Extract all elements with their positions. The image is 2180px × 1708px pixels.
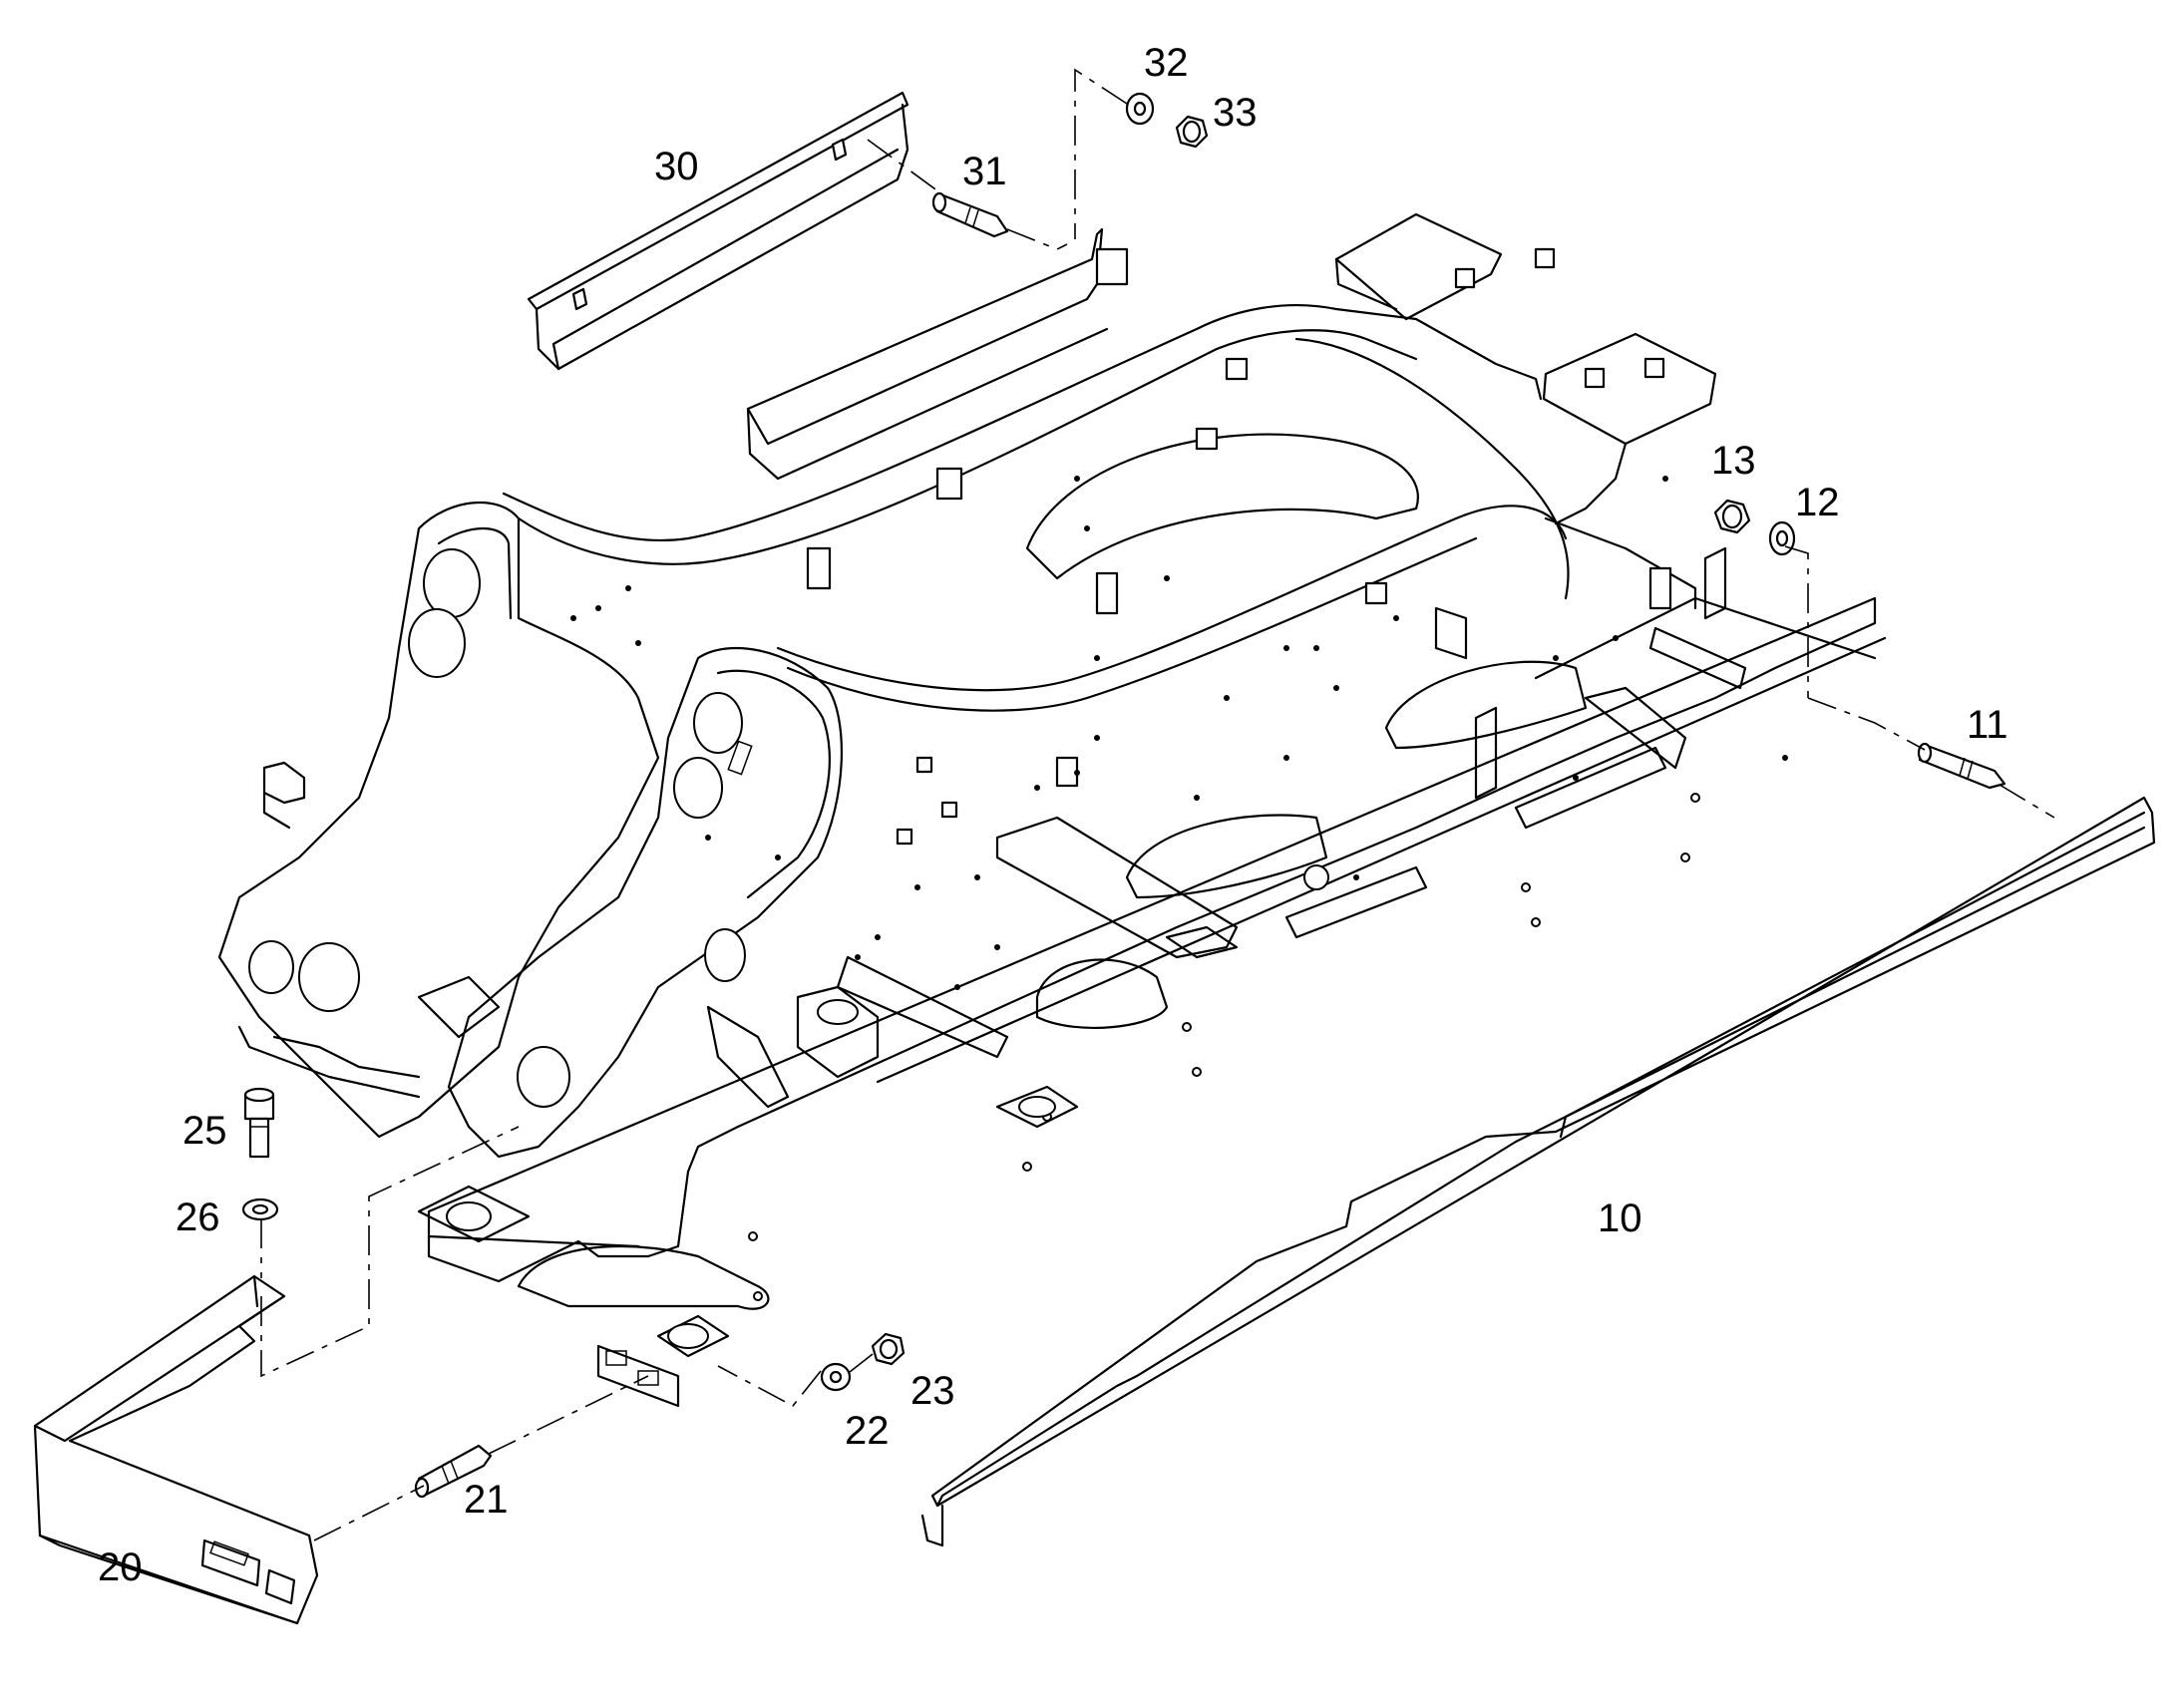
callout-33: 33 bbox=[1213, 91, 1258, 135]
part-12-washer bbox=[1768, 520, 1796, 556]
callouts: 10 11 12 13 20 21 22 23 25 26 30 31 32 3… bbox=[98, 41, 2008, 1589]
part-26-washer bbox=[241, 1197, 279, 1221]
callout-11: 11 bbox=[1967, 703, 2008, 747]
callout-21: 21 bbox=[464, 1478, 509, 1522]
callout-12: 12 bbox=[1795, 481, 1840, 524]
part-22-washer bbox=[820, 1362, 852, 1392]
callout-10: 10 bbox=[1598, 1196, 1642, 1240]
callout-20: 20 bbox=[98, 1545, 143, 1589]
main-frame bbox=[217, 212, 1887, 1408]
part-11-pin bbox=[1917, 742, 2006, 790]
part-13-nut bbox=[1713, 499, 1751, 534]
part-21-pin bbox=[414, 1444, 493, 1499]
callout-13: 13 bbox=[1711, 439, 1756, 483]
part-32-washer bbox=[1125, 92, 1155, 126]
callout-31: 31 bbox=[962, 150, 1007, 193]
callout-23: 23 bbox=[910, 1369, 955, 1413]
part-23-nut bbox=[871, 1332, 906, 1366]
callout-25: 25 bbox=[182, 1109, 227, 1153]
part-25-bolt bbox=[243, 1087, 275, 1159]
assembly-lines bbox=[260, 68, 2055, 1541]
callout-22: 22 bbox=[845, 1409, 890, 1453]
frame-holes bbox=[570, 476, 1788, 990]
callout-32: 32 bbox=[1144, 41, 1189, 85]
part-30-top-cover bbox=[527, 91, 909, 371]
part-20-front-cover bbox=[33, 1274, 319, 1625]
part-31-pin bbox=[931, 191, 1009, 238]
part-10-side-cover bbox=[920, 796, 2156, 1547]
part-33-nut bbox=[1175, 115, 1209, 149]
callout-26: 26 bbox=[176, 1196, 220, 1239]
callout-30: 30 bbox=[654, 145, 699, 188]
